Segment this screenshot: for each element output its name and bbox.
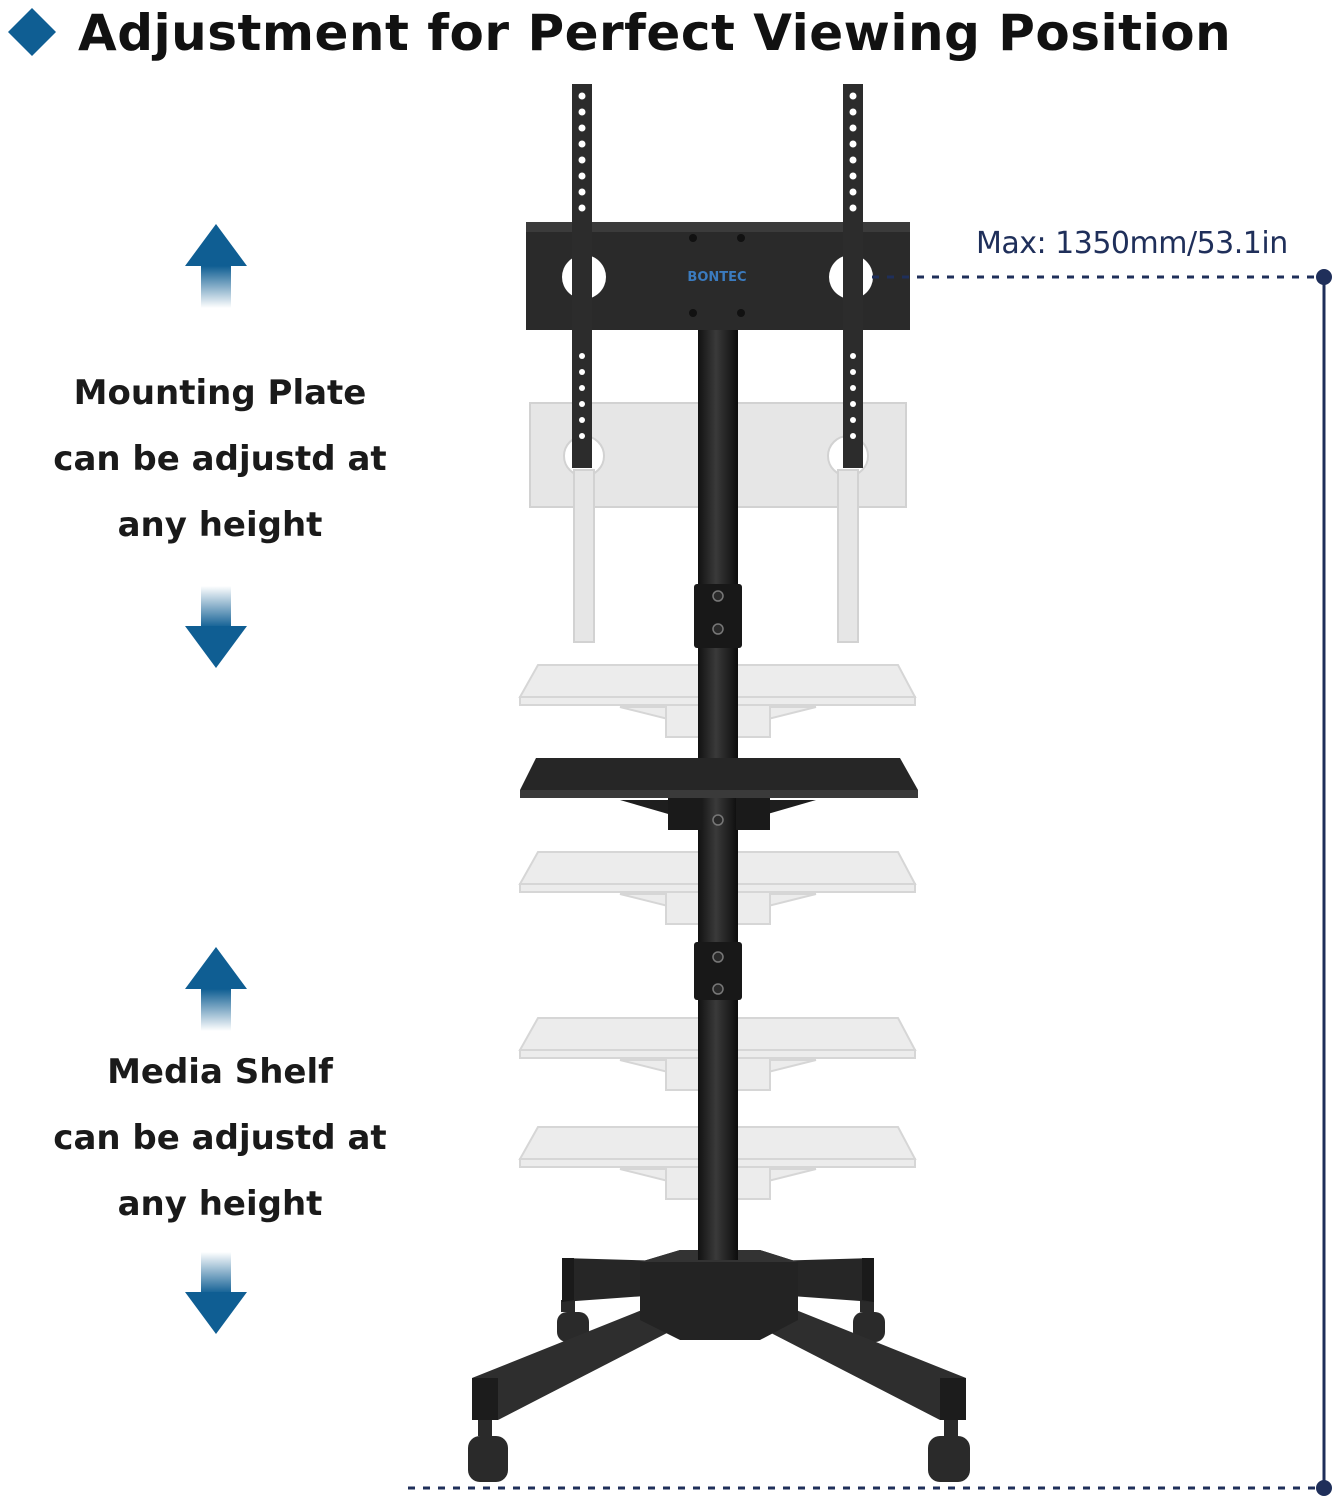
stand-base <box>468 1250 970 1482</box>
arrow-down-icon <box>185 586 247 668</box>
media-shelf <box>520 758 918 830</box>
caption-line: Mounting Plate <box>73 373 367 413</box>
page-title: Adjustment for Perfect Viewing Position <box>78 4 1232 62</box>
arrow-up-icon <box>185 947 247 1031</box>
caption-line: any height <box>117 1184 323 1224</box>
caption-line: can be adjustd at <box>53 439 387 479</box>
brand-logo-text: BONTEC <box>687 270 746 285</box>
caption-line: can be adjustd at <box>53 1118 387 1158</box>
caption-line: Media Shelf <box>107 1052 333 1092</box>
mounting-plate-caption: Mounting Plate can be adjustd at any hei… <box>20 360 420 558</box>
media-shelf-caption: Media Shelf can be adjustd at any height <box>20 1039 420 1237</box>
diamond-bullet-icon <box>8 8 56 56</box>
arrow-down-icon <box>185 1252 247 1334</box>
arrow-up-icon <box>185 224 247 308</box>
height-dimension-line <box>408 269 1332 1496</box>
title-row: Adjustment for Perfect Viewing Position <box>0 0 1335 70</box>
mounting-plate: BONTEC <box>526 84 910 468</box>
max-height-label: Max: 1350mm/53.1in <box>976 226 1288 261</box>
caption-line: any height <box>117 505 323 545</box>
